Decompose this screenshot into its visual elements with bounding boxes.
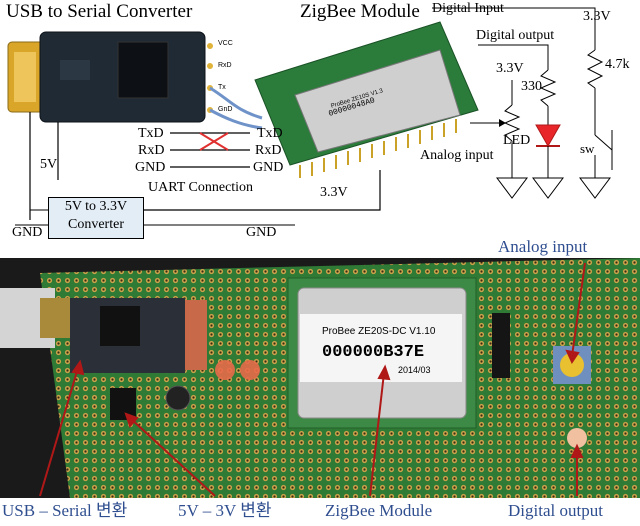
photo-output-led bbox=[567, 428, 587, 448]
annotation-analog-input: Analog input bbox=[498, 237, 588, 256]
zigbee-title: ZigBee Module bbox=[300, 1, 420, 22]
v33-top-label: 3.3V bbox=[583, 9, 611, 24]
usb-converter-title: USB to Serial Converter bbox=[6, 1, 193, 22]
converter-box: 5V to 3.3V Converter bbox=[48, 197, 144, 239]
gnd-bottom-left-label: GND bbox=[12, 225, 43, 240]
txd-right-label: TxD bbox=[257, 126, 283, 141]
v33-bottom-label: 3.3V bbox=[320, 185, 348, 200]
board-photo: ProBee ZE20S-DC V1.10 000000B37E 2014/03 bbox=[0, 258, 640, 498]
annotation-digital-output: Digital output bbox=[508, 501, 603, 520]
photo-capacitor bbox=[165, 385, 191, 411]
gnd-bottom-mid-label: GND bbox=[246, 225, 277, 240]
rxd-left-label: RxD bbox=[138, 143, 165, 158]
r-led-label: 330 bbox=[521, 79, 542, 94]
usb-serial-chip bbox=[117, 41, 169, 99]
uart-connection-label: UART Connection bbox=[148, 180, 254, 195]
analog-input-label: Analog input bbox=[420, 148, 494, 163]
led-symbol bbox=[535, 124, 561, 148]
pin-rxd: RxD bbox=[218, 62, 232, 69]
zigbee-module-image bbox=[254, 21, 479, 178]
gnd-right-label: GND bbox=[253, 160, 284, 175]
gnd-left-label: GND bbox=[135, 160, 166, 175]
digital-output-label: Digital output bbox=[476, 28, 555, 43]
pin-vcc: VCC bbox=[218, 40, 233, 47]
led-label: LED bbox=[503, 133, 531, 148]
v33-pot-label: 3.3V bbox=[496, 61, 524, 76]
schematic-wiring bbox=[7, 7, 613, 226]
digital-input-label: Digital Input bbox=[432, 1, 504, 16]
annotation-usb-serial: USB – Serial 변환 bbox=[2, 501, 128, 520]
converter-line2: Converter bbox=[68, 217, 124, 232]
photo-regulator bbox=[110, 388, 136, 420]
v5-label: 5V bbox=[40, 157, 58, 172]
rxd-right-label: RxD bbox=[255, 143, 282, 158]
annotation-regulator: 5V – 3V 변환 bbox=[178, 501, 272, 520]
r-pullup-label: 4.7k bbox=[605, 57, 630, 72]
pin-gnd: GnD bbox=[218, 106, 233, 113]
converter-line1: 5V to 3.3V bbox=[64, 199, 128, 214]
photo-module-date: 2014/03 bbox=[398, 365, 431, 375]
txd-left-label: TxD bbox=[138, 126, 164, 141]
photo-module-label-line1: ProBee ZE20S-DC V1.10 bbox=[322, 326, 436, 337]
pin-tx: Tx bbox=[218, 84, 226, 91]
annotation-zigbee: ZigBee Module bbox=[325, 501, 433, 520]
photo-module-id: 000000B37E bbox=[322, 343, 425, 362]
sw-label: sw bbox=[580, 141, 595, 156]
